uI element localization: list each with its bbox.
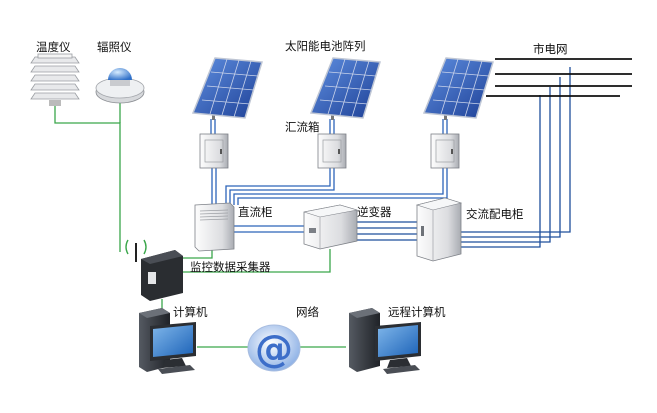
network-label: 网络 [296, 305, 319, 319]
data-wiring [54, 102, 346, 348]
dc-cabinet [194, 202, 235, 252]
irradiance-meter-icon [95, 68, 145, 104]
inverter [303, 204, 358, 250]
grid-label: 市电网 [533, 42, 568, 56]
inverter-label: 逆变器 [357, 205, 392, 219]
dc-cabinet-label: 直流柜 [238, 205, 273, 219]
computer-icon [139, 308, 196, 374]
irradiance-meter-label: 辐照仪 [97, 40, 132, 54]
remote-computer-label: 远程计算机 [388, 305, 446, 319]
network-icon: @ [247, 324, 301, 372]
combiner-box-3 [430, 133, 460, 169]
data-collector-label: 监控数据采集器 [190, 260, 271, 274]
remote-computer-icon [349, 308, 421, 374]
ac-wiring [356, 67, 571, 248]
data-collector [125, 239, 183, 301]
thermometer-label: 温度仪 [36, 40, 71, 54]
combiner-box-1 [199, 133, 229, 169]
solar-panel-2 [309, 57, 381, 120]
ac-cabinet-label: 交流配电柜 [466, 207, 524, 221]
combiner-box-2 [317, 133, 347, 169]
solar-panel-1 [191, 57, 263, 120]
computer-label: 计算机 [173, 305, 208, 319]
grid-lines [486, 58, 632, 97]
solar-array-label: 太阳能电池阵列 [285, 39, 366, 53]
network-at-symbol: @ [255, 327, 293, 371]
thermometer-icon [30, 53, 80, 106]
combiner-box-label: 汇流箱 [285, 120, 320, 134]
solar-panel-3 [422, 57, 494, 120]
ac-cabinet [415, 197, 463, 262]
dc-wiring [210, 119, 448, 233]
